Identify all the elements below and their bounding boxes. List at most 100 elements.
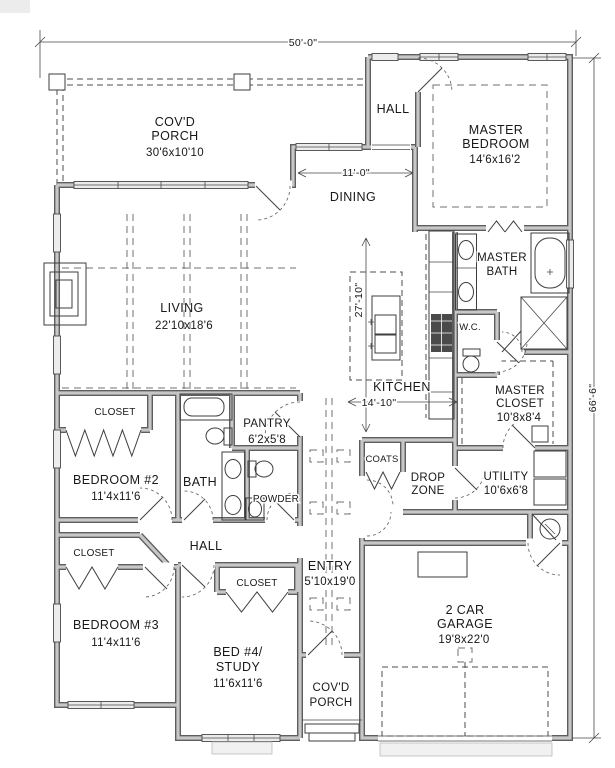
- garage-label-line1: 2 CAR: [446, 603, 485, 617]
- pantry-label: PANTRY: [243, 418, 290, 430]
- entry-label: ENTRY: [308, 559, 352, 573]
- garage-label-line2: GARAGE: [437, 617, 493, 631]
- kitchen-island-counter-outline: [349, 271, 403, 381]
- wc-label: W.C.: [459, 322, 480, 333]
- master-closet-label-line1: MASTER: [495, 385, 545, 397]
- entry-ceiling-beams: [325, 398, 333, 648]
- living-ceiling-beams: [126, 214, 248, 390]
- entry-beam-bracket: [309, 449, 324, 463]
- bedroom3-size: 11'4x11'6: [91, 637, 141, 649]
- drop-zone-label-line1: DROP: [411, 472, 445, 484]
- living-side-window-lower: [53, 335, 61, 375]
- drop-zone-label-line2: ZONE: [411, 485, 444, 497]
- overall-depth-dim-text: 66'-6": [587, 384, 599, 413]
- powder-door-leaf: [273, 499, 295, 521]
- garage-size: 19'8x22'0: [438, 634, 489, 646]
- mud-hall-opening-arc: [366, 511, 392, 537]
- bedroom3-side-window: [53, 603, 61, 643]
- bath-tub: [179, 393, 233, 421]
- rear-porch-label-line2: PORCH: [309, 697, 352, 709]
- fixtures: [43, 73, 570, 757]
- front-porch-label-line2: PORCH: [151, 129, 198, 143]
- kitchen-island-sink: [368, 295, 401, 361]
- water-heater: [539, 518, 561, 540]
- hall-upper-label: HALL: [377, 102, 410, 116]
- master-bath-label-line2: BATH: [486, 266, 517, 278]
- master-shower: [520, 296, 568, 350]
- master-tub: [530, 232, 570, 294]
- hall-cased-opening: [372, 144, 410, 150]
- kitchen-width-dim-text: 14'-10": [362, 397, 397, 409]
- master-bedroom-door-leaf: [417, 67, 443, 93]
- windows: [53, 53, 574, 742]
- garage-entry-door-leaf: [536, 542, 561, 567]
- master-double-door-peaks: [487, 220, 523, 233]
- kitchen-depth-dim-line: [361, 237, 371, 433]
- garage-apron: [379, 742, 553, 757]
- entry-beam-bracket: [336, 597, 351, 611]
- ceiling-and-porch-details: [56, 78, 554, 648]
- doors: [65, 57, 561, 656]
- entry-beam-bracket: [336, 501, 351, 515]
- powder-sink: [245, 497, 265, 521]
- dining-label: DINING: [330, 190, 376, 204]
- rear-porch-label-line1: COV'D: [313, 682, 350, 694]
- bed4-size: 11'6x11'6: [213, 678, 263, 690]
- dining-dim-line: [297, 168, 414, 178]
- bath-toilet: [205, 427, 233, 446]
- bed4-label-line1: BED #4/: [213, 645, 262, 659]
- scan-artifact: [0, 0, 30, 13]
- kitchen-width-dim-line: [347, 397, 458, 407]
- bedroom2-closet-bifold: [65, 428, 142, 458]
- master-vanity-sinks: [455, 233, 477, 311]
- kitchen-counter-cooktop: [428, 230, 455, 420]
- bath-label: BATH: [183, 475, 217, 489]
- front-entry-door-leaf: [307, 630, 333, 656]
- bed4-closet-bifold: [225, 591, 289, 613]
- overall-depth-dim-line: [572, 52, 601, 744]
- bedroom3-door-leaf: [144, 566, 168, 590]
- utility-size: 10'6x6'8: [484, 485, 529, 497]
- entry-beam-bracket: [309, 597, 324, 611]
- entry-beam-bracket: [309, 501, 324, 515]
- overall-width-dim-line: [34, 30, 582, 78]
- overall-width-dim-text: 50'-0": [289, 37, 318, 49]
- master-bath-label-line1: MASTER: [477, 252, 527, 264]
- master-bedroom-label-line1: MASTER: [469, 123, 524, 137]
- bed4-label-line2: STUDY: [216, 660, 261, 674]
- bath-vanity-sinks: [221, 451, 246, 521]
- bedroom3-label: BEDROOM #3: [73, 618, 159, 632]
- bed4-door-leaf: [181, 564, 206, 588]
- wall-openings: [138, 142, 562, 743]
- dimension-annotations: 50'-0" 66'-6" 11'-0" 27'-10" 14'-10": [34, 30, 601, 744]
- bedroom2-door-leaf: [139, 496, 164, 521]
- rear-porch-step: [308, 732, 356, 742]
- garage-door-lines: [378, 735, 552, 742]
- pantry-door-leaf: [274, 411, 301, 438]
- coats-closet-bifold: [365, 470, 401, 491]
- dining-dim-text: 11'-0": [342, 167, 370, 179]
- bed4-closet-label: CLOSET: [236, 578, 277, 589]
- master-bedroom-size: 14'6x16'2: [469, 154, 520, 166]
- master-closet-size: 10'8x8'4: [497, 412, 542, 424]
- living-tray-ceiling: [62, 267, 296, 389]
- master-closet-label-line2: CLOSET: [496, 398, 544, 410]
- bedroom2-closet-label: CLOSET: [94, 407, 135, 418]
- bedroom2-label: BEDROOM #2: [73, 473, 159, 487]
- front-porch-size: 30'6x10'10: [146, 147, 204, 159]
- wc-door-leaf: [496, 341, 520, 364]
- porch-post: [48, 73, 66, 91]
- wc-toilet: [462, 348, 481, 373]
- master-closet-bench: [531, 425, 549, 443]
- front-porch-label-line1: COV'D: [155, 115, 196, 129]
- kitchen-depth-dim-text: 27'-10": [353, 283, 365, 318]
- master-bath-window: [566, 239, 574, 289]
- garage-storage: [417, 551, 468, 578]
- master-closet-door-leaf: [511, 424, 536, 449]
- living-side-window-upper: [53, 213, 61, 253]
- garage-post: [457, 647, 473, 663]
- utility-label: UTILITY: [484, 471, 529, 483]
